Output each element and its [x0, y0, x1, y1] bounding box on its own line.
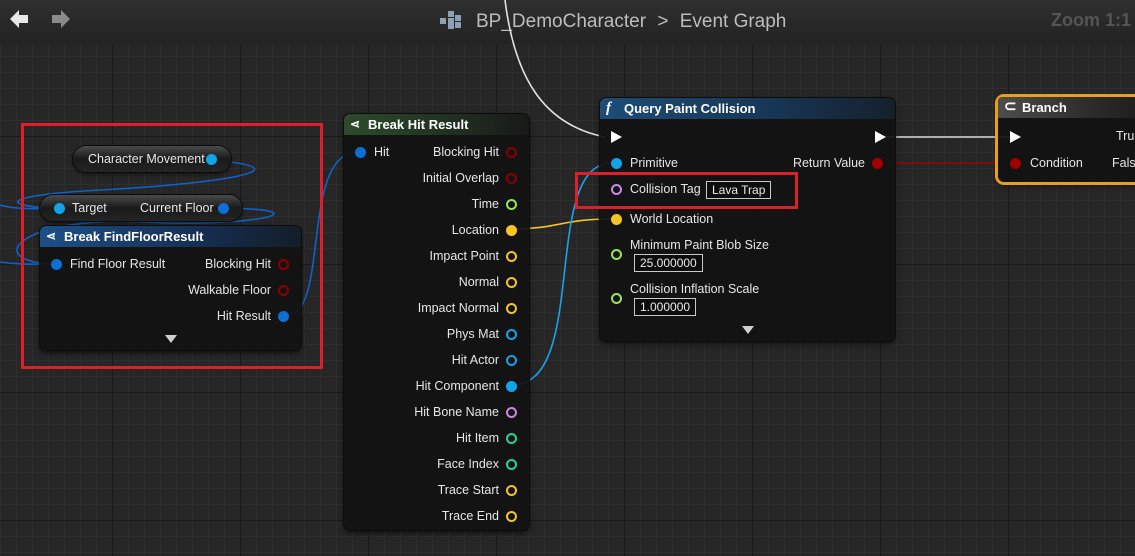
current-floor-output-pin[interactable] [218, 203, 229, 214]
query-paint-collision-node[interactable]: f Query Paint Collision Primitive Return … [600, 98, 895, 341]
world-location-label: World Location [630, 212, 714, 226]
phys-mat-label: Phys Mat [446, 327, 499, 341]
exec-input-pin[interactable] [611, 131, 622, 143]
face-index-label: Face Index [437, 457, 499, 471]
condition-label: Condition [1030, 156, 1083, 170]
hit-bone-name-label: Hit Bone Name [414, 405, 499, 419]
node-title: Break Hit Result [368, 117, 469, 132]
hit-component-label: Hit Component [415, 379, 499, 393]
trace-end-pin[interactable] [506, 511, 517, 522]
phys-mat-pin[interactable] [506, 329, 517, 340]
expand-arrow-icon[interactable] [165, 335, 177, 343]
branch-icon: ⊂ [1004, 98, 1017, 115]
true-label: Tru [1116, 129, 1135, 143]
impact-normal-pin[interactable] [506, 303, 517, 314]
exec-output-pin[interactable] [875, 131, 886, 143]
primitive-pin[interactable] [611, 158, 622, 169]
forward-icon[interactable] [50, 8, 72, 37]
time-pin[interactable] [506, 199, 517, 210]
expand-arrow-icon[interactable] [742, 326, 754, 334]
back-icon[interactable] [8, 8, 30, 37]
inflation-scale-pin[interactable] [611, 293, 622, 304]
hit-item-label: Hit Item [455, 431, 499, 445]
highlight-box-collision-tag [575, 172, 798, 209]
blueprint-name[interactable]: BP_DemoCharacter [476, 11, 647, 32]
inflation-scale-input[interactable]: 1.000000 [634, 298, 697, 316]
hit-input-label: Hit [374, 145, 390, 159]
normal-label: Normal [458, 275, 499, 289]
blocking-hit-label: Blocking Hit [433, 145, 499, 159]
impact-normal-label: Impact Normal [417, 301, 499, 315]
face-index-pin[interactable] [506, 459, 517, 470]
trace-end-label: Trace End [441, 509, 499, 523]
false-label: Fals [1112, 156, 1135, 170]
walkable-floor-pin[interactable] [278, 285, 289, 296]
time-label: Time [471, 197, 499, 211]
function-icon: f [606, 100, 611, 116]
current-floor-label: Current Floor [140, 201, 214, 215]
hit-input-pin[interactable] [355, 147, 366, 158]
hit-component-pin[interactable] [506, 381, 517, 392]
min-blob-size-input[interactable]: 25.000000 [634, 254, 703, 272]
world-location-pin[interactable] [611, 214, 622, 225]
inflation-scale-label: Collision Inflation Scale [630, 282, 760, 296]
condition-pin[interactable] [1010, 158, 1021, 169]
break-struct-icon: ⋖ [350, 117, 361, 131]
collision-tag-pin[interactable] [611, 184, 622, 195]
walkable-floor-label: Walkable Floor [188, 283, 271, 297]
hit-result-label: Hit Result [216, 309, 271, 323]
initial-overlap-pin[interactable] [506, 173, 517, 184]
location-pin[interactable] [506, 225, 517, 236]
min-blob-size-label: Minimum Paint Blob Size [630, 238, 769, 252]
initial-overlap-label: Initial Overlap [422, 171, 499, 185]
target-input-pin[interactable] [54, 203, 65, 214]
graph-toolbar: BP_DemoCharacter > Event Graph Zoom 1:1 [0, 0, 1135, 44]
target-label: Target [72, 201, 107, 215]
min-blob-size-pin[interactable] [611, 249, 622, 260]
blocking-hit-pin[interactable] [278, 259, 289, 270]
breadcrumb: BP_DemoCharacter > Event Graph [440, 11, 786, 33]
impact-point-pin[interactable] [506, 251, 517, 262]
blocking-hit-label: Blocking Hit [205, 257, 271, 271]
current-floor-node[interactable]: Target Current Floor [40, 195, 242, 221]
return-value-label: Return Value [792, 156, 865, 170]
character-movement-output-pin[interactable] [206, 154, 217, 165]
collision-tag-label: Collision Tag [630, 182, 701, 196]
hit-actor-pin[interactable] [506, 355, 517, 366]
normal-pin[interactable] [506, 277, 517, 288]
collision-tag-input[interactable]: Lava Trap [706, 181, 772, 199]
impact-point-label: Impact Point [429, 249, 499, 263]
hit-result-pin[interactable] [278, 311, 289, 322]
zoom-label: Zoom 1:1 [1050, 10, 1131, 30]
find-floor-result-label: Find Floor Result [70, 257, 166, 271]
graph-name: Event Graph [679, 11, 787, 32]
location-label: Location [451, 223, 499, 237]
primitive-label: Primitive [630, 156, 678, 170]
return-value-pin[interactable] [872, 158, 883, 169]
find-floor-result-input-pin[interactable] [51, 259, 62, 270]
exec-input-pin[interactable] [1010, 131, 1021, 143]
node-title: Branch [1022, 100, 1067, 115]
character-movement-node[interactable]: Character Movement [73, 146, 231, 172]
hit-item-pin[interactable] [506, 433, 517, 444]
breadcrumb-separator-icon: > [657, 11, 669, 32]
node-title: Break FindFloorResult [64, 229, 204, 244]
trace-start-label: Trace Start [437, 483, 499, 497]
node-title: Query Paint Collision [624, 101, 756, 116]
hit-actor-label: Hit Actor [451, 353, 499, 367]
branch-node[interactable]: ⊂ Branch Tru Condition Fals [998, 97, 1135, 182]
break-struct-icon: ⋖ [46, 229, 57, 243]
highlight-box-left [21, 123, 323, 369]
hit-bone-name-pin[interactable] [506, 407, 517, 418]
blocking-hit-pin[interactable] [506, 147, 517, 158]
break-find-floor-result-node[interactable]: ⋖ Break FindFloorResult Find Floor Result… [40, 226, 301, 350]
trace-start-pin[interactable] [506, 485, 517, 496]
character-movement-label: Character Movement [88, 152, 205, 166]
blueprint-icon [440, 11, 462, 29]
